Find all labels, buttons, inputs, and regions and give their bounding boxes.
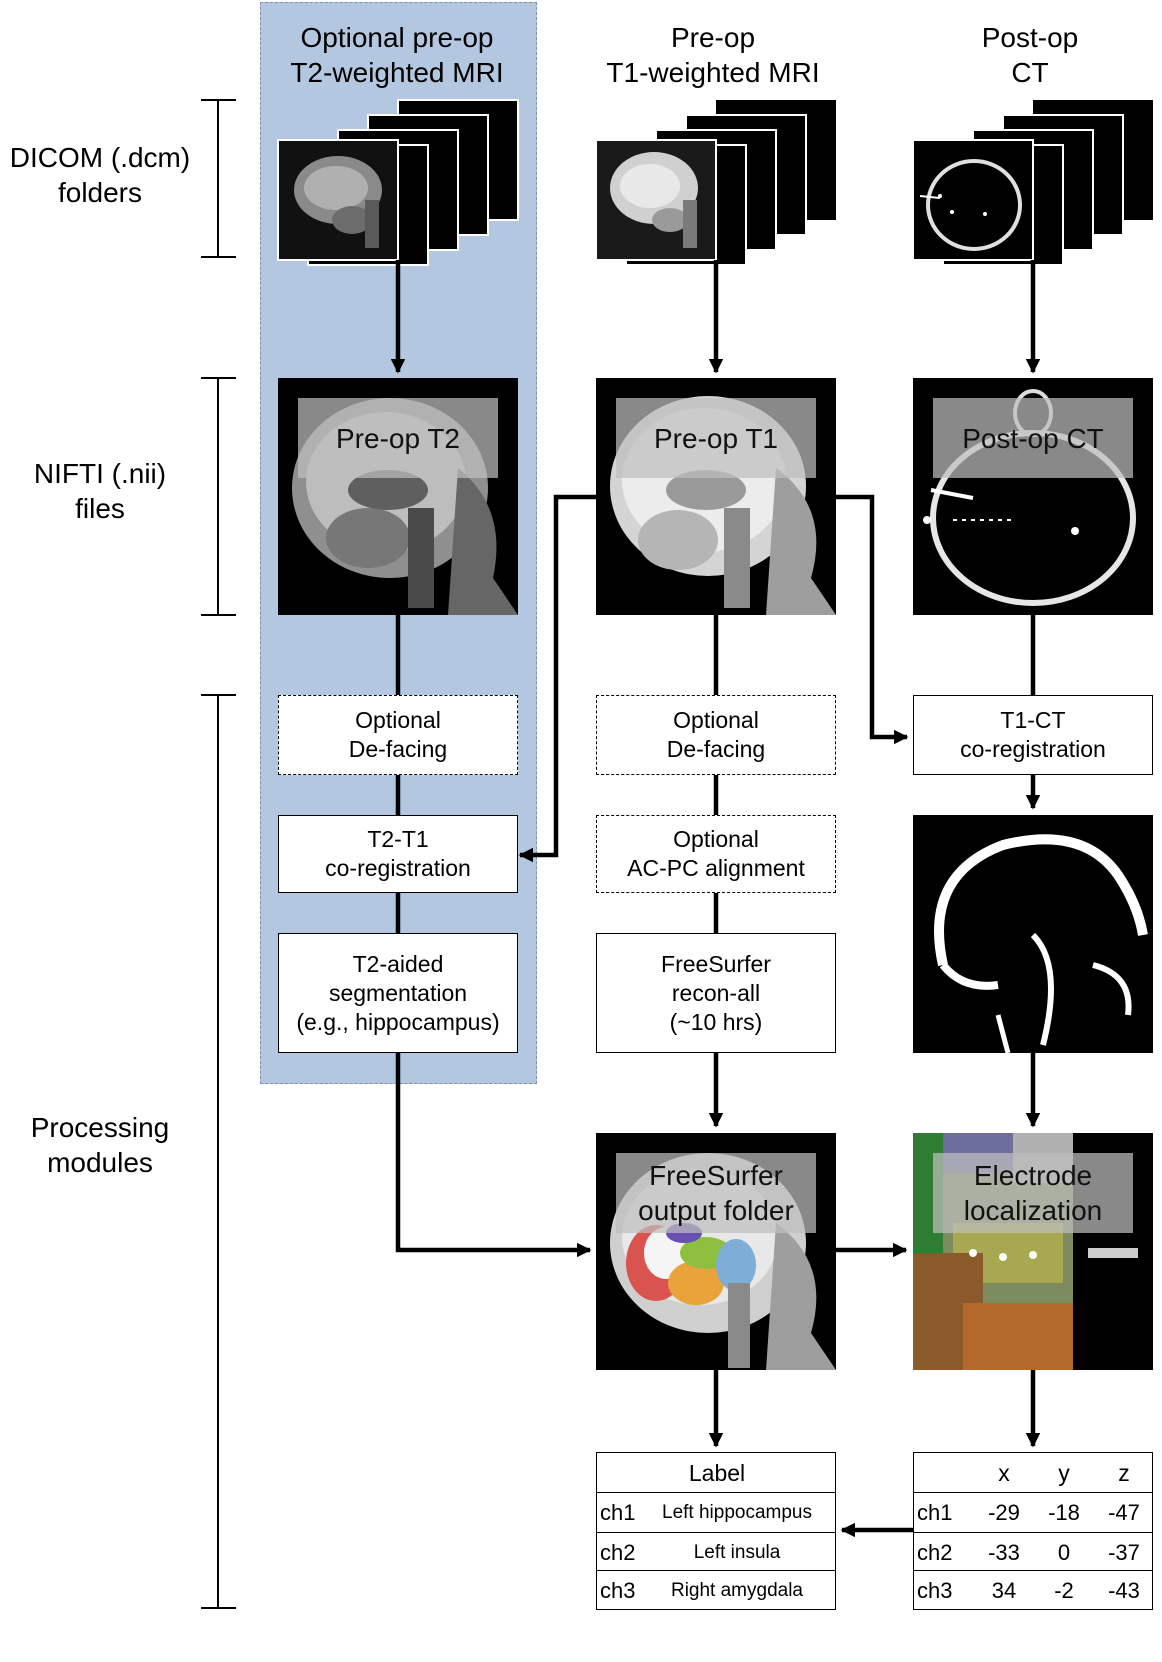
coord-header-x: x — [998, 1460, 1010, 1486]
coordinates-table: x y z ch1 -29 -18 -47 ch2 -33 0 -37 ch3 … — [913, 1452, 1153, 1610]
coord-channel: ch1 — [917, 1500, 953, 1525]
arrow-segmentation-to-freesurfer — [395, 1053, 592, 1258]
coord-x: 34 — [991, 1578, 1017, 1603]
column-title-ct: Post-op CT — [981, 22, 1079, 88]
table-row: ch1 -29 -18 -47 — [914, 1492, 1152, 1533]
label-table-header-row: Label — [597, 1453, 835, 1493]
table-row: ch1 Left hippocampus — [597, 1492, 835, 1533]
electrode-localization-image: Electrode localization — [913, 1133, 1153, 1370]
row-label-dicom: DICOM (.dcm) folders — [9, 142, 191, 208]
nifti-image-t2: Pre-op T2 — [278, 378, 518, 615]
coord-z: -43 — [1108, 1578, 1140, 1603]
module-t2-t1-coregistration: T2-T1 co-registration — [278, 815, 518, 893]
coord-channel: ch3 — [917, 1578, 953, 1603]
label-table-label: Left insula — [693, 1542, 781, 1563]
coord-header-z: z — [1118, 1460, 1130, 1486]
dicom-stack-ct — [912, 100, 1153, 266]
module-t1-defacing: Optional De-facing — [596, 695, 836, 775]
coord-y: -18 — [1048, 1500, 1080, 1525]
nifti-label-t1: Pre-op T1 — [616, 398, 816, 478]
bracket-dicom — [201, 99, 236, 258]
module-freesurfer-recon-all: FreeSurfer recon-all (~10 hrs) — [596, 933, 836, 1053]
nifti-label-t2: Pre-op T2 — [298, 398, 498, 478]
table-row: ch3 Right amygdala — [597, 1570, 835, 1611]
arrow-t1-to-t2-coreg — [518, 494, 596, 863]
label-table-channel: ch1 — [600, 1500, 636, 1525]
label-table-channel: ch3 — [600, 1578, 636, 1603]
freesurfer-output-label: FreeSurfer output folder — [616, 1153, 816, 1233]
bracket-processing — [201, 694, 236, 1609]
table-row: ch3 34 -2 -43 — [914, 1570, 1152, 1611]
row-label-processing: Processing modules — [30, 1112, 170, 1178]
coordinates-table-header-row: x y z — [914, 1453, 1152, 1493]
row-label-nifti: NIFTI (.nii) files — [33, 458, 167, 524]
freesurfer-output-image: FreeSurfer output folder — [596, 1133, 836, 1370]
label-table: Label ch1 Left hippocampus ch2 Left insu… — [596, 1452, 836, 1610]
coord-x: -33 — [988, 1540, 1020, 1565]
label-table-channel: ch2 — [600, 1540, 636, 1565]
module-t2-segmentation: T2-aided segmentation (e.g., hippocampus… — [278, 933, 518, 1053]
module-t1-ct-coregistration: T1-CT co-registration — [913, 695, 1153, 775]
label-table-header: Label — [688, 1460, 746, 1486]
label-table-label: Right amygdala — [670, 1580, 804, 1601]
coord-y: 0 — [1057, 1540, 1071, 1565]
module-t2-defacing: Optional De-facing — [278, 695, 518, 775]
module-acpc-alignment: Optional AC-PC alignment — [596, 815, 836, 893]
nifti-image-t1: Pre-op T1 — [596, 378, 836, 615]
column-title-t2: Optional pre-op T2-weighted MRI — [290, 22, 504, 88]
nifti-image-ct: Post-op CT — [913, 378, 1153, 615]
table-row: ch2 Left insula — [597, 1532, 835, 1573]
coord-y: -2 — [1054, 1578, 1074, 1603]
electrode-localization-label: Electrode localization — [933, 1153, 1133, 1233]
coord-channel: ch2 — [917, 1540, 953, 1565]
coregistered-ct-image — [913, 815, 1153, 1053]
coord-x: -29 — [988, 1500, 1020, 1525]
dicom-stack-t1 — [595, 100, 836, 266]
arrow-t1-to-ct-coreg — [836, 494, 909, 745]
label-table-label: Left hippocampus — [662, 1502, 812, 1523]
bracket-nifti — [201, 377, 236, 616]
coord-header-y: y — [1058, 1460, 1070, 1486]
coord-z: -37 — [1108, 1540, 1140, 1565]
coord-z: -47 — [1108, 1500, 1140, 1525]
column-title-t1: Pre-op T1-weighted MRI — [606, 22, 820, 88]
dicom-stack-t2 — [277, 99, 519, 266]
table-row: ch2 -33 0 -37 — [914, 1532, 1152, 1573]
nifti-label-ct: Post-op CT — [933, 398, 1133, 478]
